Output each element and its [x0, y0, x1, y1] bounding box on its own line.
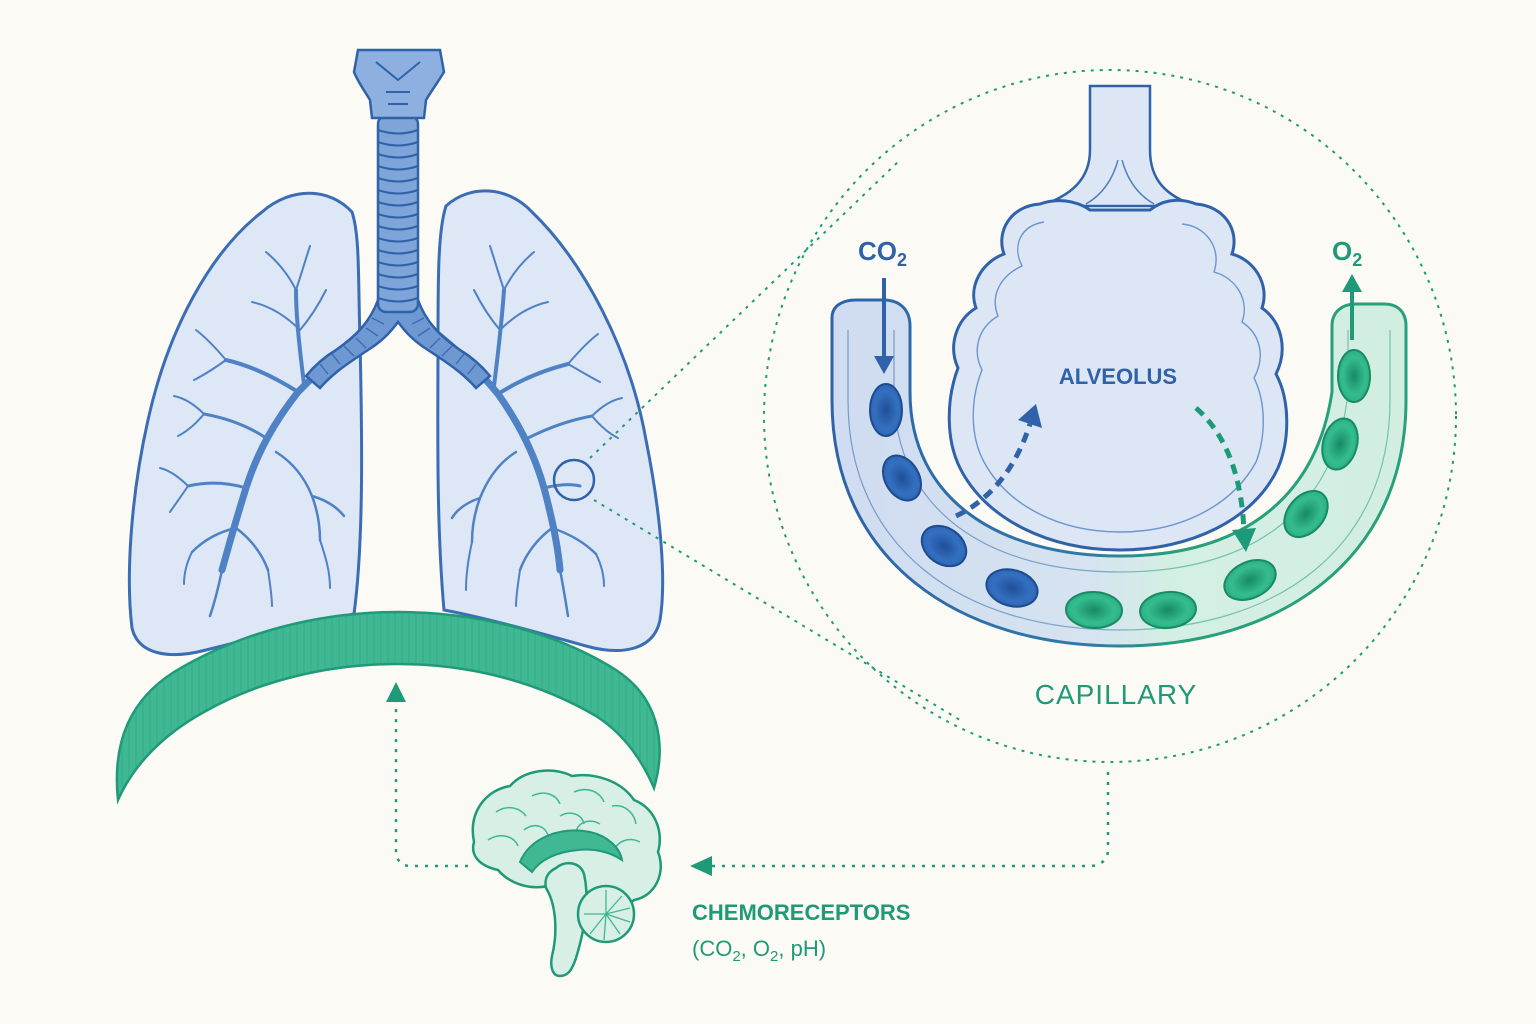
- feedback-capillary-to-brain: [710, 772, 1110, 868]
- bronchi-rings: [319, 317, 477, 375]
- larynx-detail: [375, 61, 421, 105]
- rbc-cell: [1283, 489, 1329, 539]
- o2-diffusion-arrowhead: [1232, 528, 1256, 552]
- rbc-cell: [1065, 590, 1123, 630]
- alveolus-label: ALVEOLUS: [1059, 364, 1177, 389]
- rbc-cell: [1321, 417, 1359, 471]
- zoom-circle: [763, 69, 1457, 763]
- rbc-oxygenated: [1065, 349, 1371, 630]
- co2-diffusion-arrowhead: [1018, 404, 1042, 428]
- right-lung: [436, 189, 665, 652]
- rbc-cell: [1139, 590, 1197, 630]
- rbc-cell: [882, 454, 922, 502]
- rbc-cell: [869, 383, 903, 437]
- alveolus-detail: CO2 O2 ALVEOLUS CAPILLARY: [830, 84, 1408, 710]
- co2-label: CO2: [858, 236, 907, 270]
- chemoreceptors-sublabel: (CO2, O2, pH): [692, 936, 826, 965]
- feedback-loop: [394, 700, 1110, 868]
- o2-diffusion-arrow: [1194, 406, 1247, 533]
- corpus-callosum: [518, 829, 624, 874]
- chemoreceptors-label: CHEMORECEPTORS: [692, 900, 910, 925]
- larynx: [352, 48, 446, 120]
- brain: [471, 769, 662, 978]
- co2-in-arrowhead: [874, 356, 894, 374]
- left-lung: [127, 191, 364, 657]
- feedback-arrowhead-up: [386, 682, 406, 702]
- co2-diffusion-arrow: [954, 423, 1033, 519]
- brainstem: [544, 861, 588, 978]
- feedback-arrowhead-left: [690, 856, 712, 876]
- rbc-deoxygenated: [869, 383, 1039, 608]
- rbc-cell: [985, 568, 1039, 608]
- capillary-label: CAPILLARY: [1035, 679, 1198, 710]
- rbc-cell: [1337, 349, 1371, 403]
- rbc-cell: [1223, 559, 1277, 601]
- magnify-marker: [552, 458, 596, 502]
- primary-bronchi: [304, 298, 492, 390]
- feedback-brain-to-diaphragm: [394, 700, 468, 868]
- lungs: [127, 48, 665, 657]
- bronchiole: [1039, 84, 1197, 208]
- trachea-rings: [377, 129, 419, 303]
- rbc-cell: [920, 524, 968, 568]
- bronchial-tree-left: [159, 245, 370, 618]
- o2-label: O2: [1332, 236, 1362, 270]
- cerebellum-folds: [584, 890, 631, 941]
- o2-out-arrowhead: [1342, 274, 1362, 292]
- diaphragm: [115, 610, 661, 805]
- alveolus: [947, 198, 1289, 552]
